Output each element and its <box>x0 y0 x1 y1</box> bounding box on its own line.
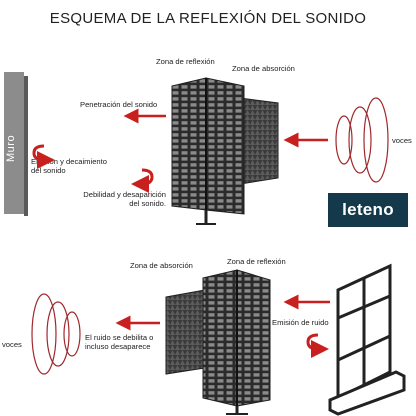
top-sound-rings <box>335 97 389 183</box>
emission-curved-arrow <box>32 144 55 169</box>
bottom-absorption-zone-label: Zona de absorción <box>130 261 193 270</box>
top-absorption-zone-label: Zona de absorción <box>232 64 295 73</box>
bottom-absorption-wing <box>165 289 206 375</box>
top-reflection-zone-label: Zona de reflexión <box>156 57 215 66</box>
top-reflection-panel <box>171 77 245 225</box>
top-absorption-wing <box>239 97 279 185</box>
bottom-reflection-panel <box>202 269 271 415</box>
bottom-sound-rings <box>31 293 81 375</box>
top-voices-label: voces <box>392 136 412 145</box>
emission-decay-label: Emisión y decaimiento del sonido <box>31 157 107 175</box>
window-icon <box>328 263 406 416</box>
weakening-curved-arrow <box>131 168 154 193</box>
noise-emission-curved-arrow <box>306 333 329 358</box>
bottom-reflection-zone-label: Zona de reflexión <box>227 257 286 266</box>
noise-weakens-label: El ruido se debilita o incluso desaparec… <box>85 333 154 351</box>
wall <box>4 72 24 214</box>
sound-penetration-label: Penetración del sonido <box>80 100 158 109</box>
noise-emission-label: Emisión de ruido <box>272 318 329 327</box>
weakening-label: Debilidad y desaparición del sonido. <box>83 190 166 208</box>
wall-shadow <box>24 76 28 216</box>
bottom-voices-label: voces <box>2 340 22 349</box>
page-title: ESQUEMA DE LA REFLEXIÓN DEL SONIDO <box>49 10 367 27</box>
brand-logo: leteno <box>328 193 408 227</box>
